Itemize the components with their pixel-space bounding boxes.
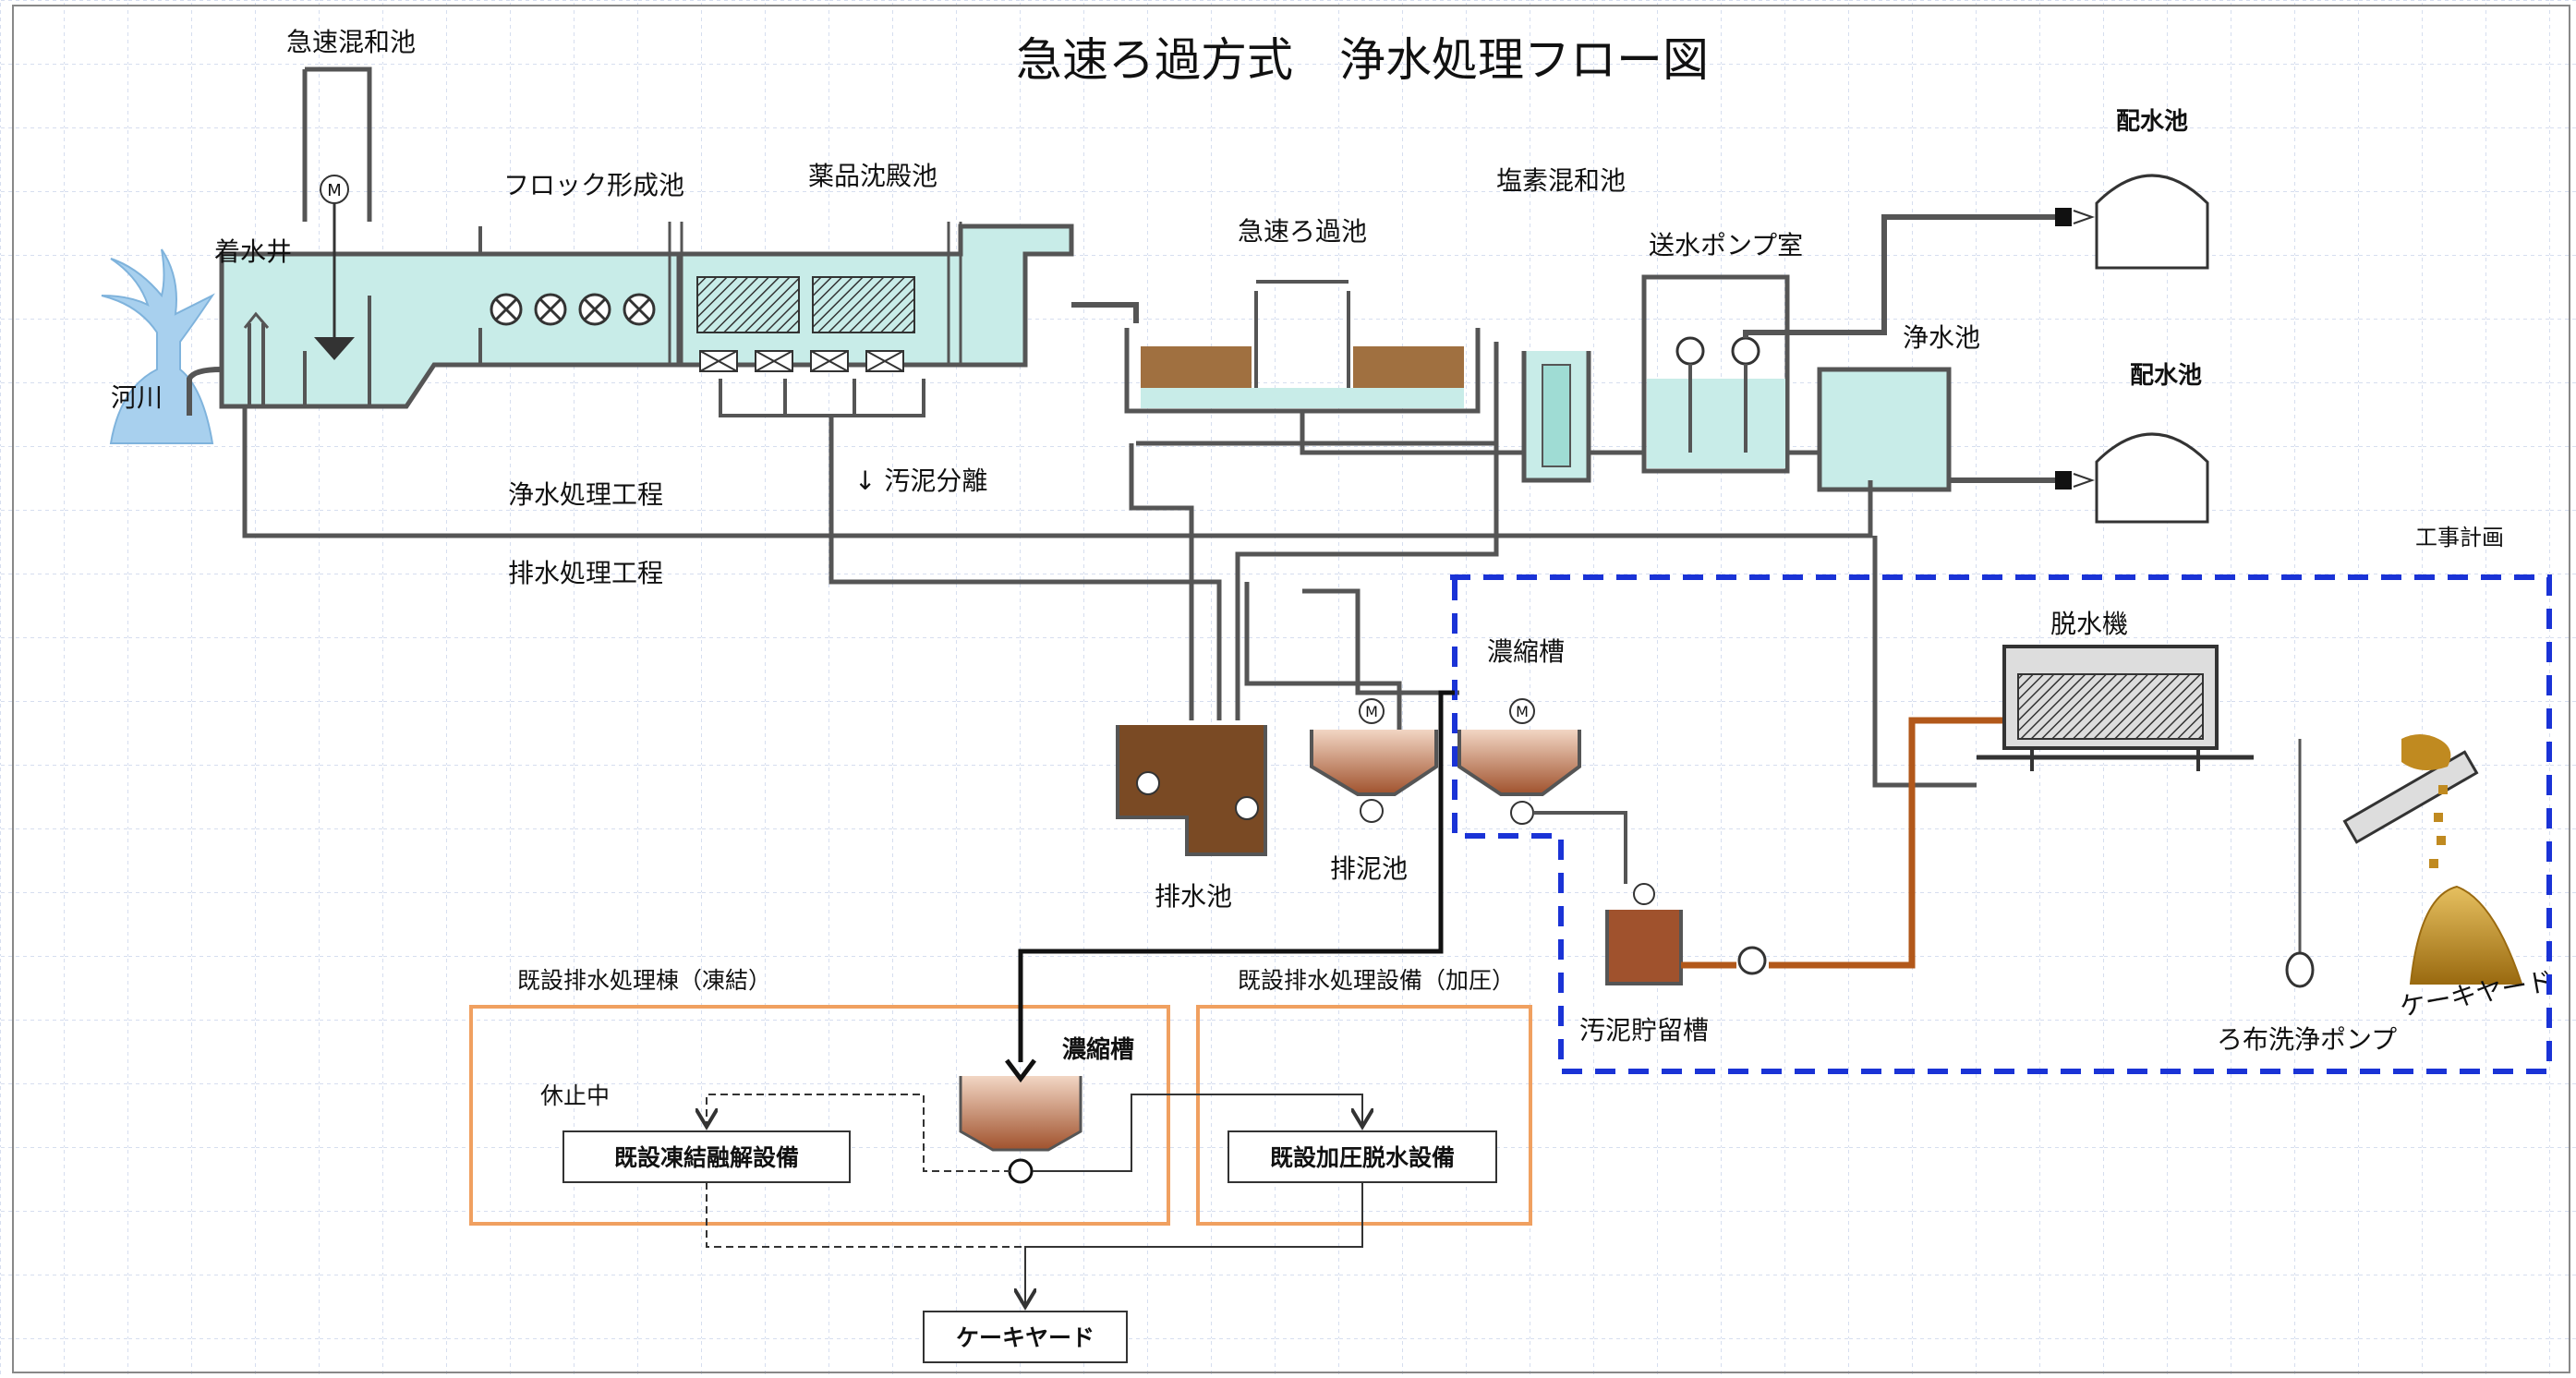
pipe-to-dist-1 bbox=[1743, 214, 2055, 338]
pump-thickener bbox=[1510, 801, 1534, 825]
label-cake-yard-bottom: ケーキヤード bbox=[956, 1324, 1094, 1351]
motor-rapid-mix-label: M bbox=[327, 181, 342, 200]
pump-storage bbox=[1633, 883, 1655, 905]
conveyor-icon bbox=[2342, 750, 2479, 844]
label-river: 河川 bbox=[111, 382, 163, 413]
pipe-intake bbox=[187, 367, 223, 416]
label-cloth-wash-pump: ろ布洗浄ポンプ bbox=[2217, 1024, 2397, 1055]
label-clear-well: 浄水池 bbox=[1903, 322, 1980, 353]
vertical-ladders bbox=[668, 222, 962, 365]
label-existing-pressure-facility: 既設排水処理設備（加圧） bbox=[1238, 967, 1515, 994]
frame bbox=[12, 5, 2570, 1373]
label-suspended: 休止中 bbox=[540, 1082, 610, 1109]
pump-room bbox=[1641, 274, 1790, 474]
pump-room-pump-1 bbox=[1675, 336, 1705, 366]
cake-yard-bottom-box bbox=[923, 1311, 1128, 1363]
label-existing-thickener: 濃縮槽 bbox=[1062, 1035, 1134, 1064]
pipe-sed-to-filter bbox=[1071, 302, 1139, 323]
arrow-to-existing-thickener bbox=[1005, 1058, 1036, 1083]
dist-reservoir-2 bbox=[2095, 432, 2209, 524]
floc-mixers bbox=[490, 293, 656, 326]
drain-pipes bbox=[242, 406, 1977, 788]
pump-sludge-basin bbox=[1360, 799, 1384, 823]
label-drain-basin: 排水池 bbox=[1155, 881, 1232, 912]
drain-basin bbox=[1116, 725, 1267, 856]
pipe-orange-to-dewater bbox=[1681, 717, 2004, 969]
label-dewatering-machine: 脱水機 bbox=[2050, 609, 2128, 639]
label-sedimentation: 薬品沈殿池 bbox=[808, 161, 937, 191]
label-construction-plan: 工事計画 bbox=[2415, 525, 2504, 550]
label-floc: フロック形成池 bbox=[503, 170, 684, 200]
label-dist-2: 配水池 bbox=[2130, 362, 2202, 390]
pump-drain-1 bbox=[1136, 771, 1160, 795]
pump-room-suction bbox=[1688, 364, 1748, 453]
cake-pile-icon bbox=[2409, 885, 2523, 985]
motor-thickener-label: M bbox=[1516, 703, 1529, 720]
dewatering-machine bbox=[1977, 645, 2254, 771]
label-intake-well: 着水井 bbox=[214, 236, 292, 267]
label-freeze-thaw-equipment: 既設凍結融解設備 bbox=[614, 1144, 799, 1171]
pipe-filter-to-chlorine bbox=[1300, 411, 1524, 455]
valve-dist-2 bbox=[2055, 471, 2072, 490]
chlorine-baffle bbox=[1542, 364, 1571, 467]
label-existing-freeze-building: 既設排水処理棟（凍結） bbox=[517, 967, 771, 994]
valve-dist-1 bbox=[2055, 208, 2072, 226]
pump-orange bbox=[1737, 946, 1767, 975]
filter-media-left bbox=[1141, 346, 1252, 388]
river-icon bbox=[101, 248, 215, 444]
tank-clear-well bbox=[1817, 367, 1952, 492]
filter-media-right bbox=[1353, 346, 1464, 388]
sludge-storage-tank bbox=[1605, 910, 1683, 985]
existing-freeze-building-box bbox=[469, 1005, 1170, 1226]
thickener bbox=[1457, 730, 1581, 796]
flow-thickener-to-pressure bbox=[1033, 1094, 1362, 1172]
intake-riser bbox=[248, 323, 265, 406]
label-drain-process: 排水処理工程 bbox=[508, 558, 663, 588]
intake-riser-arrow bbox=[243, 311, 270, 329]
label-water-process: 浄水処理工程 bbox=[508, 479, 663, 510]
sed-outlet-hoppers bbox=[719, 379, 925, 417]
existing-pressure-facility-box bbox=[1196, 1005, 1532, 1226]
motor-sludge-basin bbox=[1359, 698, 1385, 724]
tank-rapid-mix bbox=[302, 66, 372, 222]
flow-pressure-to-cake bbox=[1025, 1182, 1363, 1307]
label-sludge-sep: ↓ 汚泥分離 bbox=[854, 465, 987, 496]
inclined-plates-2 bbox=[812, 276, 915, 333]
arrow-dist-1 bbox=[2073, 210, 2096, 224]
pump-drain-2 bbox=[1235, 796, 1259, 820]
pipe-thickener-to-storage bbox=[1533, 811, 1627, 884]
filter-gallery bbox=[1254, 280, 1350, 388]
cake-drop-icon bbox=[2401, 734, 2451, 868]
existing-thickener-pump bbox=[1008, 1158, 1034, 1184]
filter-water bbox=[1141, 388, 1464, 408]
label-thickener: 濃縮槽 bbox=[1487, 636, 1565, 667]
label-rapid-filter: 急速ろ過池 bbox=[1238, 216, 1367, 247]
label-dist-1: 配水池 bbox=[2116, 108, 2188, 136]
inclined-plates-1 bbox=[696, 276, 800, 333]
mixer-blade bbox=[314, 337, 355, 360]
label-pump-room: 送水ポンプ室 bbox=[1649, 230, 1803, 260]
dist-reservoir-1 bbox=[2095, 174, 2209, 270]
label-chlorine-mix: 塩素混和池 bbox=[1496, 165, 1626, 196]
page-title: 急速ろ過方式 浄水処理フロー図 bbox=[1016, 33, 1709, 87]
pump-room-water bbox=[1647, 379, 1785, 468]
arrow-dist-2 bbox=[2073, 473, 2096, 488]
construction-plan-boundary bbox=[1450, 574, 2552, 1074]
label-sludge-storage: 汚泥貯留槽 bbox=[1579, 1015, 1709, 1046]
cloth-wash-pump bbox=[2285, 951, 2315, 988]
sludge-basin bbox=[1310, 730, 1438, 796]
motor-thickener bbox=[1509, 698, 1535, 724]
sludge-collectors bbox=[699, 350, 904, 372]
existing-thickener bbox=[959, 1076, 1082, 1152]
label-sludge-basin: 排泥池 bbox=[1330, 853, 1408, 884]
motor-sludge-basin-label: M bbox=[1365, 703, 1378, 720]
label-rapid-mix: 急速混和池 bbox=[286, 27, 416, 57]
label-pressure-dewatering: 既設加圧脱水設備 bbox=[1270, 1144, 1455, 1171]
pipe-to-existing-thickener bbox=[1018, 690, 1455, 1062]
pump-room-pump-2 bbox=[1731, 336, 1760, 366]
freeze-thaw-equipment-box bbox=[562, 1130, 851, 1183]
